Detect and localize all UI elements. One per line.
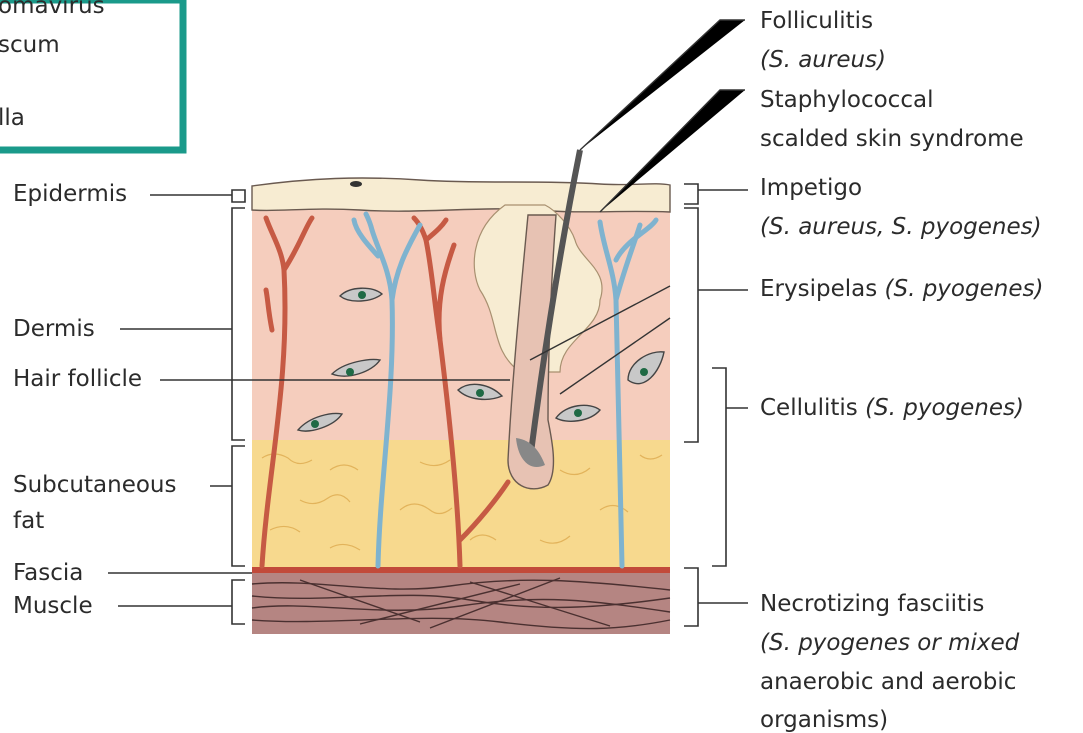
label-necrotizing-line4: organisms) <box>760 707 888 733</box>
dermis-bracket <box>232 208 245 440</box>
label-necrotizing-line3: anaerobic and aerobic <box>760 669 1016 695</box>
epidermis-layer <box>252 178 670 212</box>
cellulitis-bracket <box>712 368 748 566</box>
label-muscle: Muscle <box>13 593 93 619</box>
label-sssss-line1: Staphylococcal <box>760 87 933 113</box>
label-fat: fat <box>13 508 44 534</box>
label-dermis: Dermis <box>13 316 95 342</box>
label-erysipelas: Erysipelas (S. pyogenes) <box>760 276 1043 302</box>
label-hair-follicle: Hair follicle <box>13 366 142 392</box>
label-impetigo: Impetigo <box>760 175 862 201</box>
label-folliculitis-organism: (S. aureus) <box>760 47 886 73</box>
label-necrotizing-line2: (S. pyogenes or mixed <box>760 630 1020 656</box>
inset-line-1: omavirus <box>0 0 105 19</box>
label-subcutaneous: Subcutaneous <box>13 472 176 498</box>
label-folliculitis: Folliculitis <box>760 8 873 34</box>
epidermis-leader <box>150 190 245 202</box>
inset-box: omavirus scum lla <box>0 0 183 150</box>
label-sssss-line2: scalded skin syndrome <box>760 126 1024 152</box>
impetigo-lesion <box>350 181 362 187</box>
erysipelas-bracket <box>684 208 748 442</box>
inset-line-2: scum <box>0 32 60 58</box>
label-fascia: Fascia <box>13 560 83 586</box>
dermis-layer <box>252 205 670 440</box>
inset-line-3: lla <box>0 105 25 131</box>
right-annotations: Folliculitis (S. aureus) Staphylococcal … <box>684 8 1043 733</box>
skin-cross-section <box>252 20 745 634</box>
label-epidermis: Epidermis <box>13 181 127 207</box>
muscle-bracket <box>232 580 245 624</box>
necrotizing-bracket <box>684 568 748 626</box>
label-cellulitis: Cellulitis (S. pyogenes) <box>760 395 1024 421</box>
label-impetigo-organism: (S. aureus, S. pyogenes) <box>760 214 1042 240</box>
label-necrotizing-line1: Necrotizing fasciitis <box>760 591 984 617</box>
impetigo-bracket <box>684 184 748 204</box>
fat-bracket <box>232 446 245 566</box>
